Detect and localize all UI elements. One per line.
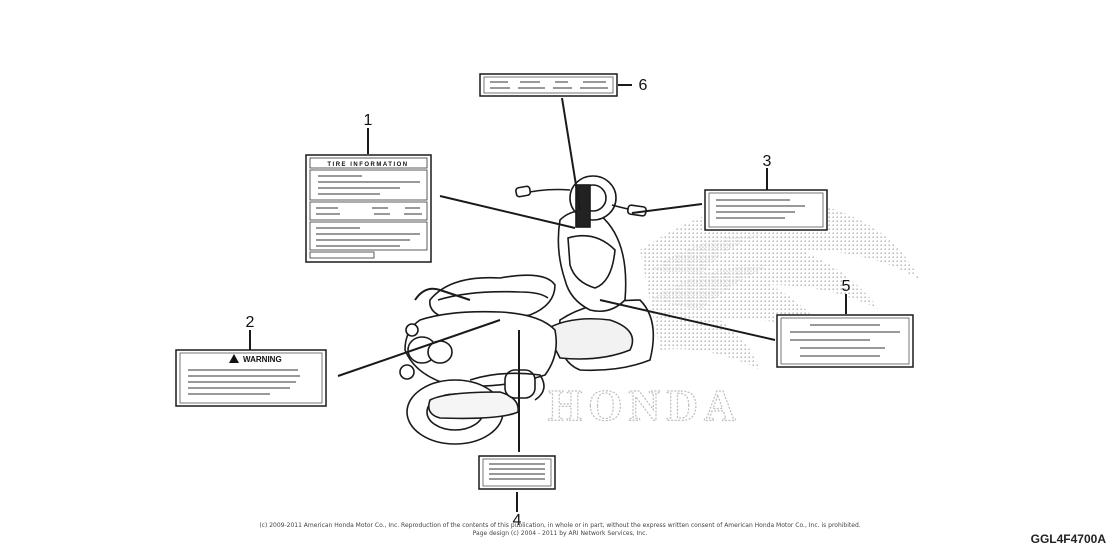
tire-label-title: TIRE INFORMATION [327,162,408,168]
callout-5: 5 [842,278,851,295]
callout-6: 6 [639,77,648,94]
label-2-warning: WARNING [175,349,327,407]
warning-triangle-icon [229,354,239,363]
copyright-line-1: (c) 2009-2011 American Honda Motor Co., … [259,522,861,529]
label-5 [776,314,914,368]
callout-1: 1 [364,112,373,129]
honda-wing-logo [640,200,920,370]
callout-3: 3 [763,153,772,170]
copyright-line-2: Page design (c) 2004 - 2011 by ARI Netwo… [472,530,648,537]
leader-line-2 [337,319,501,377]
label-3 [704,189,828,231]
copyright-notice: (c) 2009-2011 American Honda Motor Co., … [230,522,890,538]
leader-lines [249,84,847,512]
label-1-tire-information: TIRE INFORMATION [305,154,432,263]
warning-label-title: WARNING [243,355,282,364]
leader-line-5 [599,299,776,341]
part-code: GGL4F4700A [1030,532,1106,546]
leader-line-1 [439,195,576,229]
leader-line-3 [631,203,703,214]
leader-line-6 [561,97,581,211]
label-4 [478,455,556,490]
callout-2: 2 [246,314,255,331]
label-6 [479,73,618,97]
callout-4: 4 [513,512,522,529]
honda-logo-text: HONDA [548,381,742,430]
